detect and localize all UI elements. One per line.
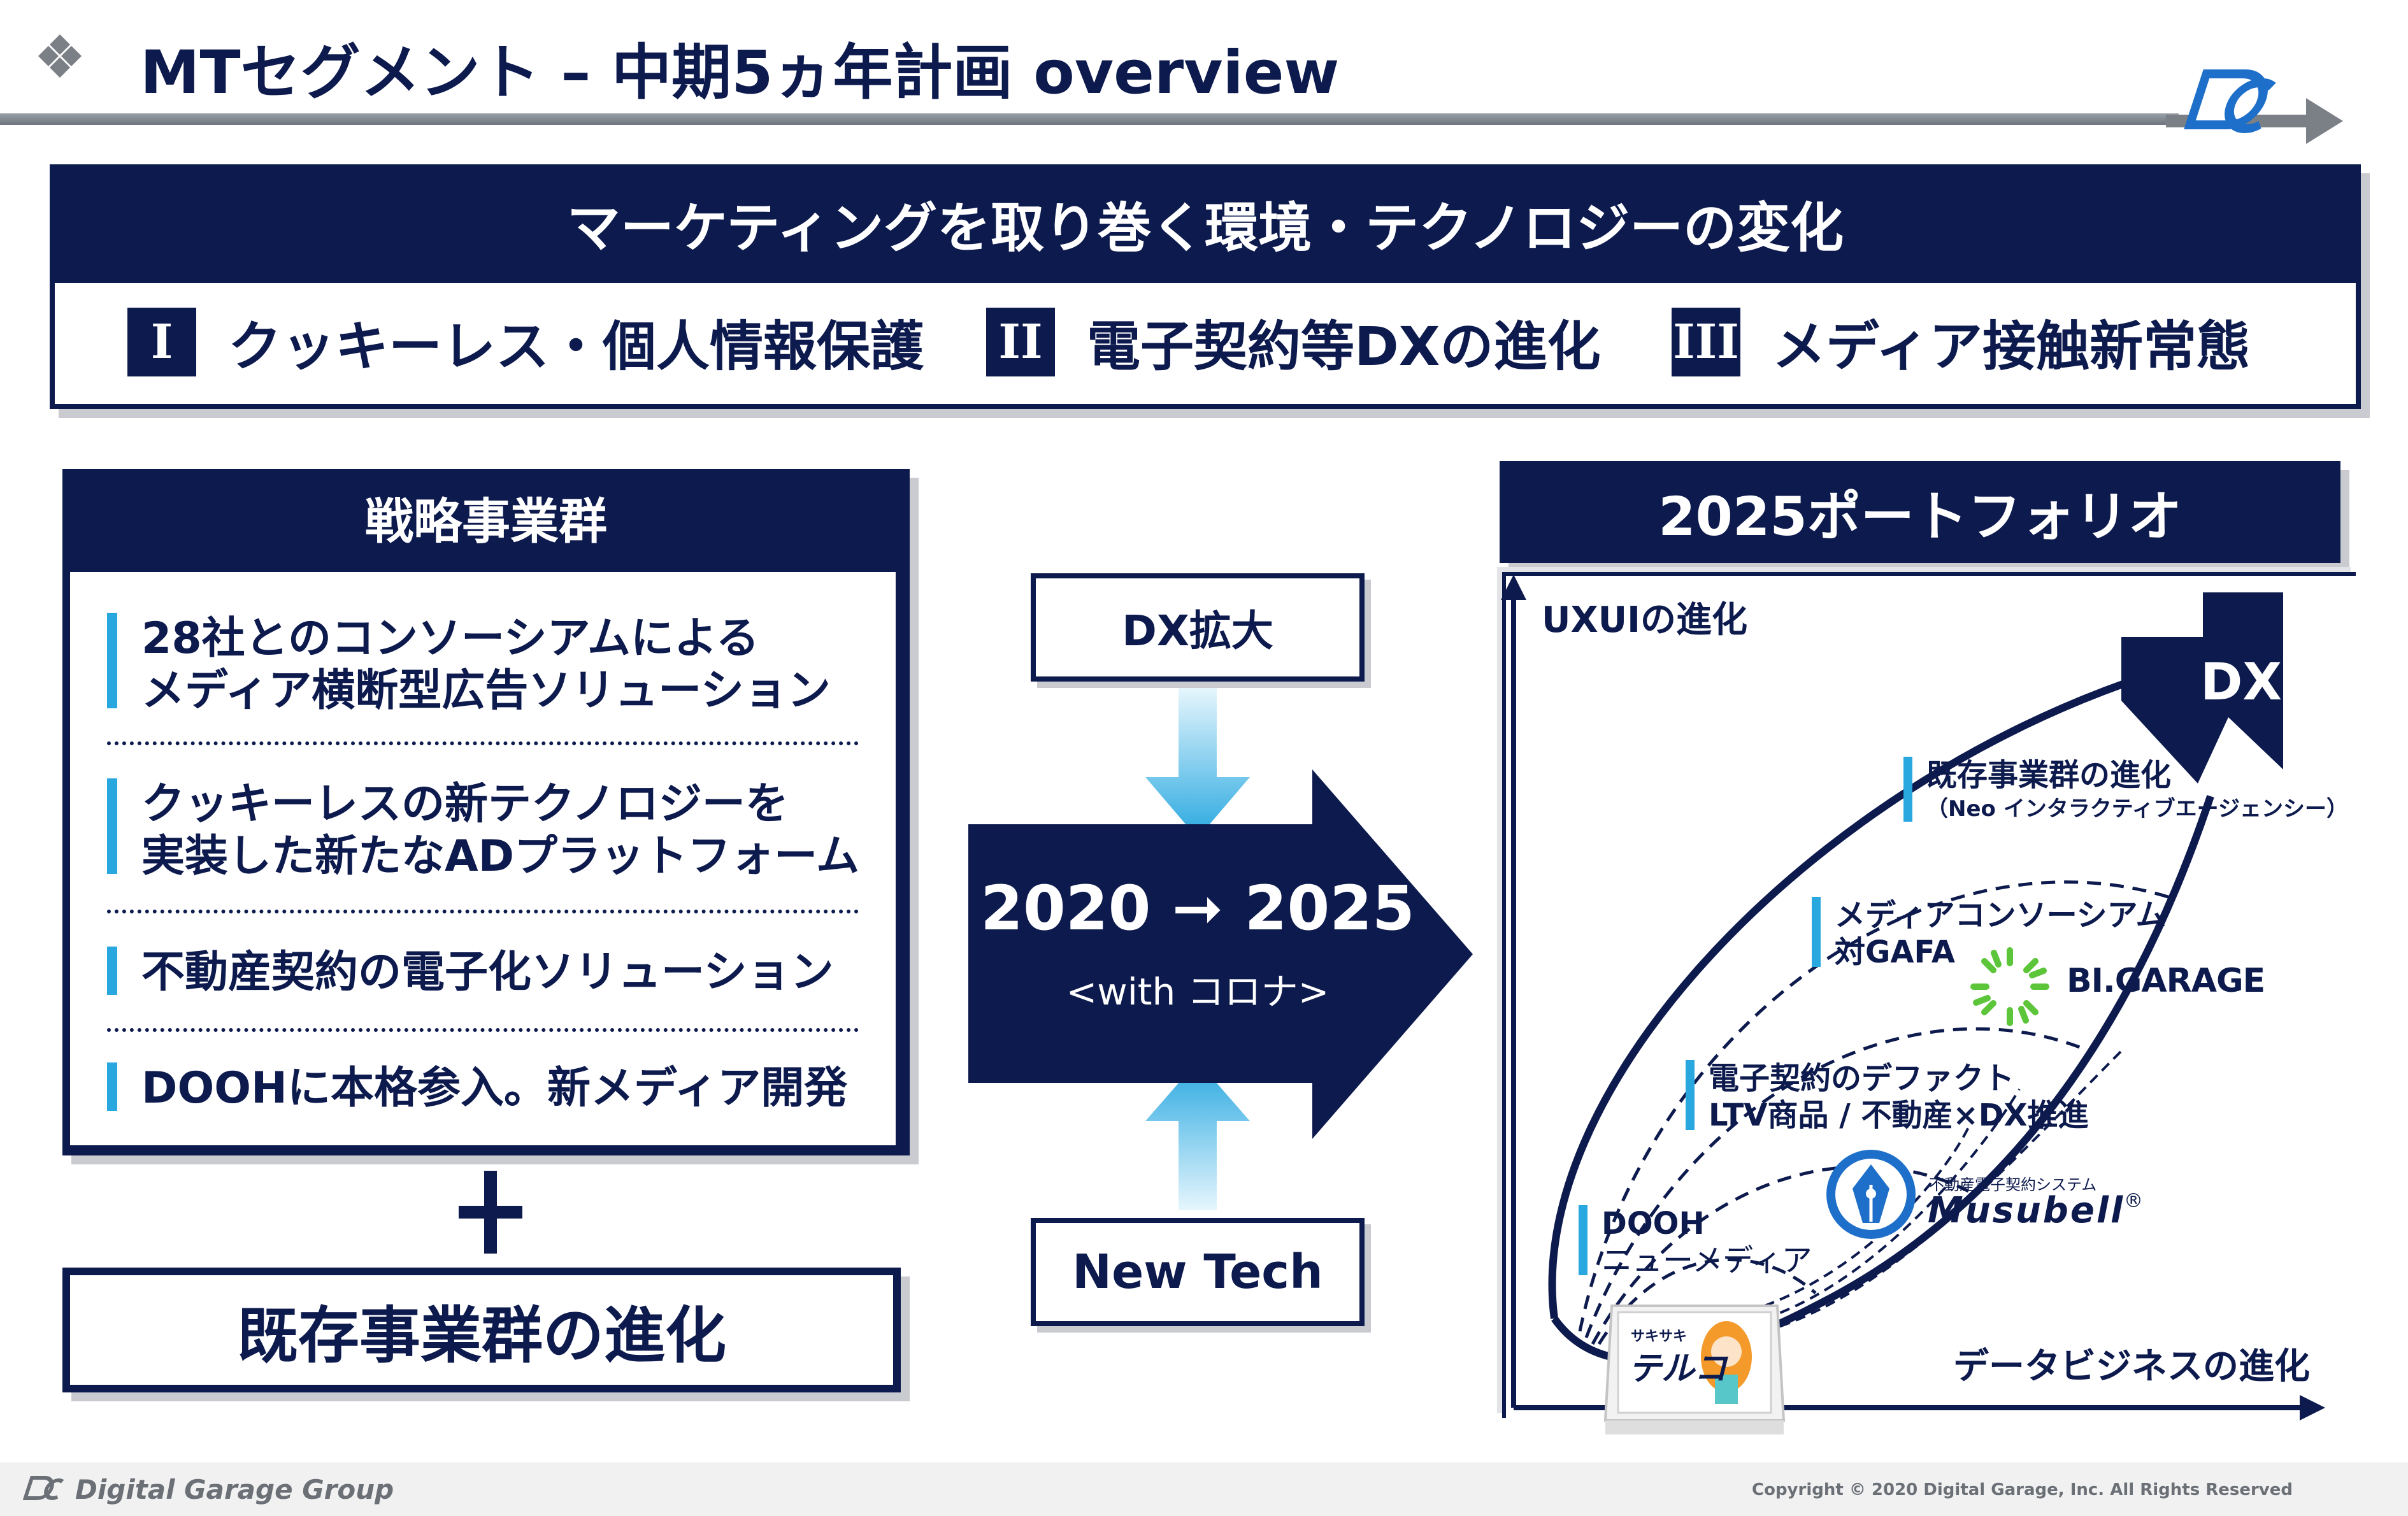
strategy-item-line: DOOHに本格参入。新メディア開発 [141,1063,848,1113]
portfolio-item-consortium: メディアコンソーシアム 対GAFA [1812,897,2166,971]
musubell-logo-text: Musubell [1928,1190,2125,1231]
musubell-caption: 不動産電子契約システム [1929,1176,2097,1194]
portfolio-item-existing: 既存事業群の進化 （Neo インタラクティブエージェンシー） [1903,757,2348,824]
environment-item-label: メディア接触新常態 [1772,315,2251,378]
y-axis-label: UXUIの進化 [1542,599,1747,641]
accent-bar [1903,757,1912,822]
strategy-item-3: 不動産契約の電子化ソリューション [107,947,834,999]
dotted-divider [107,1028,859,1032]
portfolio-item-title: 既存事業群の進化 [1926,757,2172,793]
signage-small-text: サキサキ [1631,1329,1688,1345]
signage-title: テルコ [1628,1350,1727,1388]
numeral-badge: III [1672,308,1740,376]
big-right-arrow-icon [968,769,1473,1139]
timeline-arrow [968,688,1473,1210]
x-axis-label: データビジネスの進化 [1953,1346,2310,1387]
accent-bar [1812,897,1821,967]
footer-bar [0,1462,2408,1516]
copyright-text: Copyright © 2020 Digital Garage, Inc. Al… [1752,1480,2293,1499]
portfolio-item-title: 電子契約のデファクト [1709,1061,2015,1096]
environment-item-label: クッキーレス・個人情報保護 [228,315,924,378]
footer-logo-icon [23,1476,64,1500]
plus-icon [459,1171,522,1254]
environment-item-label: 電子契約等DXの進化 [1087,315,1601,378]
portfolio-item-subtitle: （Neo インタラクティブエージェンシー） [1926,796,2348,822]
company-logo-icon [2184,69,2276,133]
portfolio-heading: 2025ポートフォリオ [1500,461,2340,563]
dotted-divider [107,910,859,913]
portfolio-item-subtitle: 対GAFA [1835,934,1955,970]
portfolio-diagram [1501,575,2325,1420]
header-arrow-icon [2166,98,2343,144]
bigarage-logo-icon [1970,947,2049,1026]
dx-label: DX [2200,652,2283,712]
down-arrow-icon [1145,688,1250,838]
accent-bar [107,778,117,874]
environment-heading: マーケティングを取り巻く環境・テクノロジーの変化 [50,164,2361,283]
accent-bar [107,1062,117,1111]
strategy-item-4: DOOHに本格参入。新メディア開発 [107,1062,847,1115]
accent-bar [1579,1205,1587,1275]
signage-device-image: サキサキ テルコ [1599,1293,1790,1440]
strategy-item-1: 28社とのコンソーシアムによる メディア横断型広告ソリューション [107,613,831,717]
diamond-bullet-icon [38,34,82,78]
environment-item-1: I クッキーレス・個人情報保護 [127,307,924,378]
portfolio-item-econtract: 電子契約のデファクト LTV商品 / 不動産×DX推進 [1686,1060,2089,1134]
bigarage-logo-text: BI.GARAGE [2067,962,2265,1000]
dotted-divider [107,741,859,745]
dx-expansion-box: DX拡大 [1031,573,1365,682]
page-title: MTセグメント – 中期5ヵ年計画 overview [140,38,1340,108]
new-tech-box: New Tech [1031,1218,1365,1326]
accent-bar [107,947,117,995]
strategy-item-line: メディア横断型広告ソリューション [141,666,831,716]
footer-brand: Digital Garage Group [75,1474,394,1505]
numeral-badge: I [127,308,196,376]
strategy-item-line: 実装した新たなADプラットフォーム [141,831,860,882]
header-rule [0,113,2179,125]
strategy-item-2: クッキーレスの新テクノロジーを 実装した新たなADプラットフォーム [107,778,859,883]
registered-mark: ® [2124,1190,2143,1212]
numeral-badge: II [986,308,1055,376]
strategy-item-line: クッキーレスの新テクノロジーを [141,779,789,829]
strategy-item-line: 28社とのコンソーシアムによる [141,613,759,664]
period-subtitle: <with コロナ> [1066,970,1329,1013]
strategy-heading: 戦略事業群 [365,493,607,550]
portfolio-item-subtitle: ニューメディア [1602,1243,1812,1278]
accent-bar [107,613,117,708]
environment-item-3: III メディア接触新常態 [1672,307,2250,378]
up-arrow-icon [1145,1061,1250,1210]
accent-bar [1686,1060,1695,1130]
portfolio-item-subtitle: LTV商品 / 不動産×DX推進 [1709,1098,2089,1133]
environment-item-2: II 電子契約等DXの進化 [986,307,1601,378]
strategy-item-line: 不動産契約の電子化ソリューション [141,947,834,998]
musubell-pen-icon [1826,1150,1916,1239]
strategy-list [70,572,896,1145]
dx-arrow-icon [2121,592,2283,783]
y-axis-arrow-icon [1501,575,1526,600]
existing-business-box: 既存事業群の進化 [62,1268,901,1392]
portfolio-item-title: DOOH [1602,1206,1705,1241]
period-label: 2020 ➞ 2025 [980,873,1415,944]
portfolio-item-title: メディアコンソーシアム [1835,897,2167,933]
x-axis-arrow-icon [2300,1395,2325,1420]
portfolio-item-dooh: DOOH ニューメディア [1579,1205,1812,1279]
